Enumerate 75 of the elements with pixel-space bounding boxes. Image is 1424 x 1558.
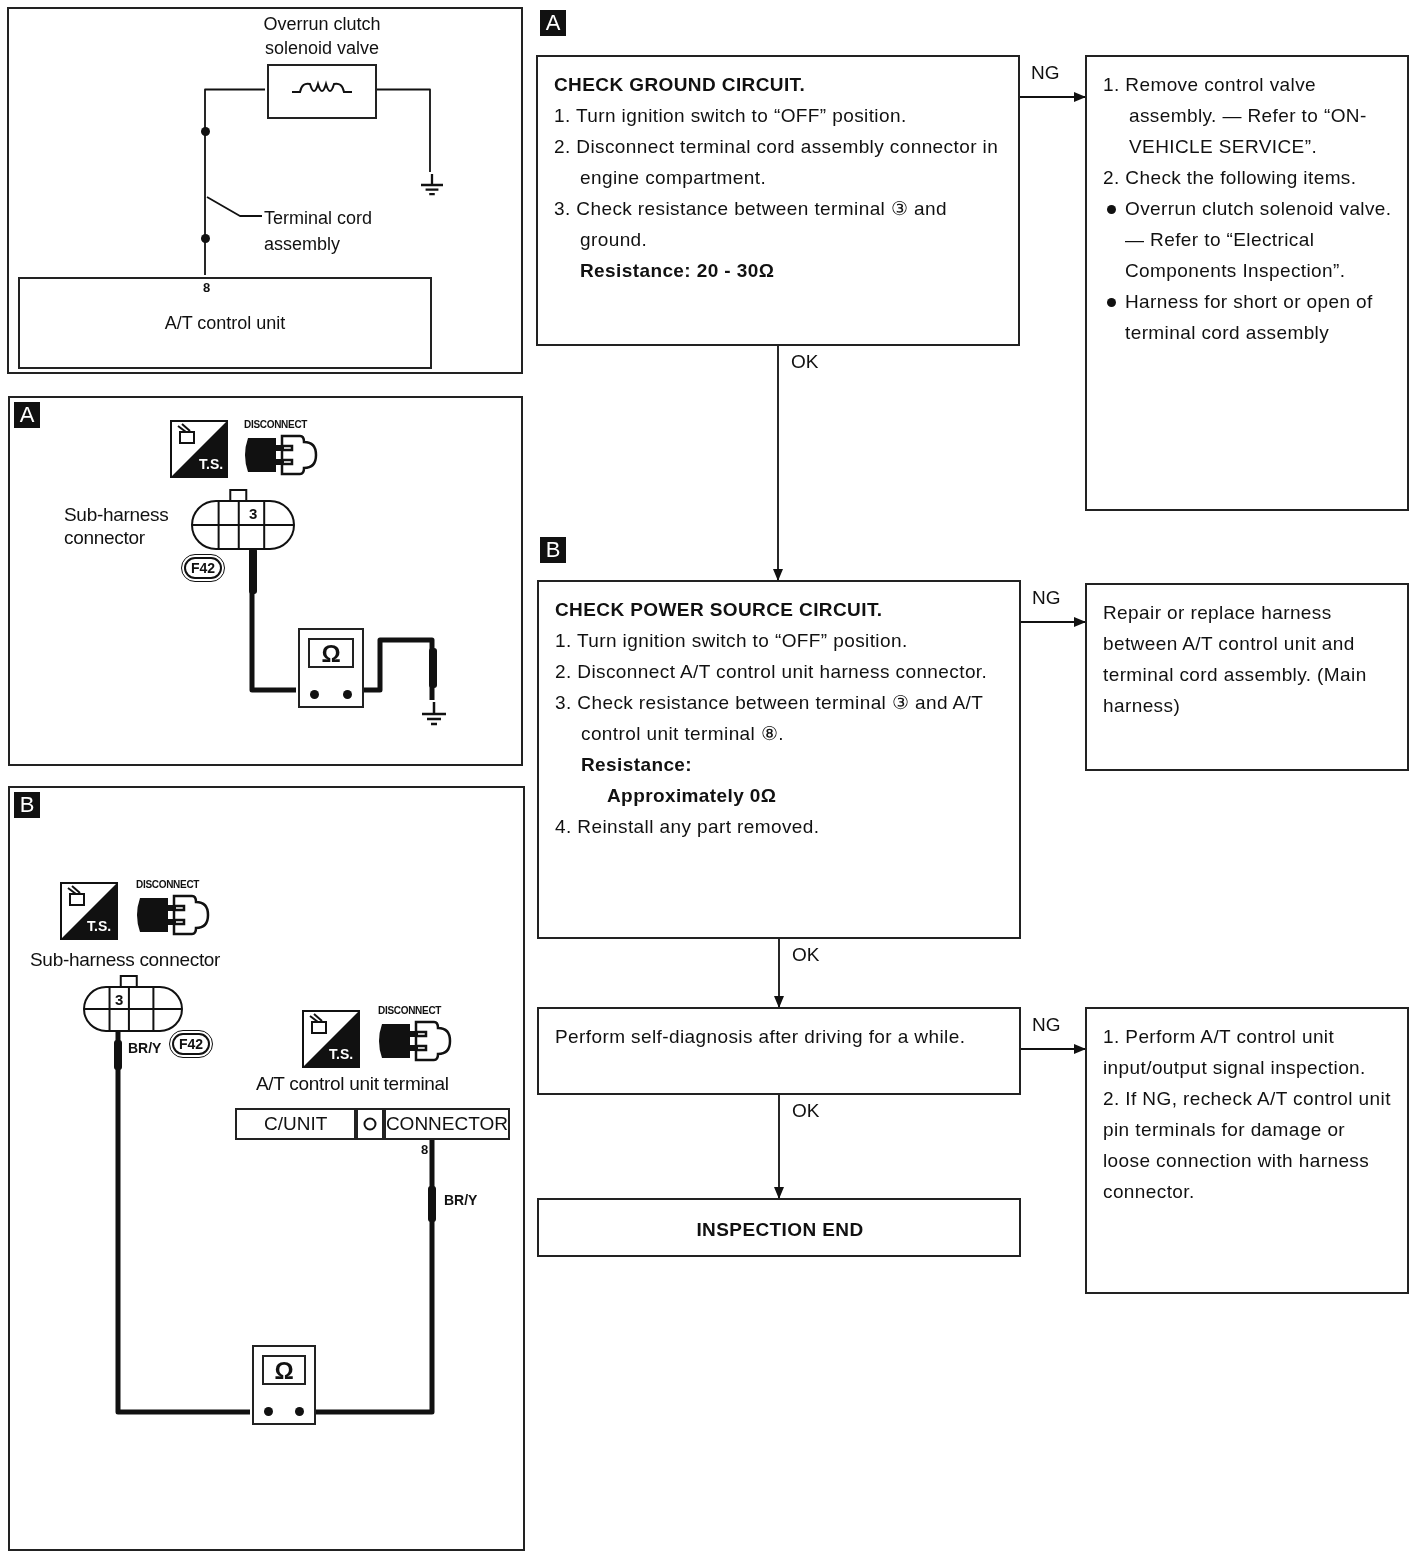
step-heading: CHECK POWER SOURCE CIRCUIT. (555, 598, 884, 622)
disconnect-label: DISCONNECT (244, 419, 308, 430)
step-text: 2. Check the following items. (1103, 166, 1358, 190)
panel-frame (7, 7, 523, 374)
process-box (1085, 583, 1409, 771)
step-text: 1. Turn ignition switch to “OFF” position. (554, 104, 908, 128)
flow-arrow (774, 1094, 784, 1199)
ground-symbol (420, 174, 444, 196)
wire (115, 1030, 250, 1415)
flow-arrow (1020, 1044, 1086, 1054)
step-text: Perform self-diagnosis after driving for a while. (555, 1025, 967, 1049)
wire (374, 88, 431, 173)
pin-number: 8 (203, 280, 211, 295)
connector-label: C/UNIT (235, 1108, 357, 1140)
panel-tag: A (14, 402, 40, 428)
component-label: Sub-harness connector (64, 503, 170, 549)
leader-line (206, 196, 263, 217)
component-label: Sub-harness connector (30, 948, 222, 971)
pin-number: 3 (248, 506, 259, 522)
step-text: Harness for short or open of terminal cord assembly (1125, 290, 1374, 345)
component-label: A/T control unit terminal (256, 1072, 450, 1095)
process-box (537, 580, 1021, 939)
meter-display: Ω (308, 638, 354, 668)
step-text: 2. If NG, recheck A/T control unit pin terminals for damage or loose connection with harness connector. (1103, 1087, 1392, 1204)
disconnect-label: DISCONNECT (378, 1005, 442, 1016)
ground-symbol (421, 702, 447, 726)
pin-number: 8 (421, 1142, 429, 1157)
step-text: 1. Perform A/T control unit input/output signal inspection. (1103, 1025, 1367, 1080)
step-heading: CHECK GROUND CIRCUIT. (554, 73, 807, 97)
component-label: Overrun clutch solenoid valve (262, 13, 382, 60)
step-text: Repair or replace harness between A/T control unit and terminal cord assembly. (Main harness) (1103, 601, 1368, 718)
ohmmeter (252, 1345, 316, 1425)
tester-label: T.S. (199, 456, 224, 472)
section-tag: A (540, 10, 566, 36)
process-box (536, 55, 1020, 346)
step-text: 1. Turn ignition switch to “OFF” position. (555, 629, 909, 653)
panel-frame (8, 396, 523, 766)
step-text: Overrun clutch solenoid valve. — Refer to “Electrical Components Inspection”. (1125, 197, 1393, 283)
process-box (537, 1198, 1021, 1257)
step-text: Resistance: (580, 753, 694, 777)
step-text: Approximately 0Ω (606, 784, 778, 808)
connector-label: CONNECTOR (383, 1108, 510, 1140)
process-box (1085, 1007, 1409, 1294)
pin-number: 3 (114, 992, 125, 1008)
panel-tag: B (14, 792, 40, 818)
wire-color-label: BR/Y (444, 1192, 478, 1208)
flow-arrow (1020, 617, 1086, 627)
step-text: INSPECTION END (695, 1218, 865, 1242)
process-box (1085, 55, 1409, 511)
wire-color-label: BR/Y (128, 1040, 162, 1056)
wire (314, 1138, 435, 1415)
process-box (537, 1007, 1021, 1095)
control-unit-box (18, 277, 432, 369)
flow-arrow (774, 938, 784, 1008)
flow-arrow (773, 345, 783, 581)
step-text: 2. Disconnect terminal cord assembly connector in engine compartment. (554, 135, 1000, 190)
unit-label: A/T control unit (164, 312, 286, 334)
connector-code: F42 (172, 1033, 211, 1055)
panel-frame (8, 786, 525, 1551)
tester-label: T.S. (329, 1046, 354, 1062)
step-text: 3. Check resistance between terminal ③ and ground. (554, 197, 948, 252)
step-text: 2. Disconnect A/T control unit harness connector. (555, 660, 989, 684)
step-text: 1. Remove control valve assembly. — Refer to “ON-VEHICLE SERVICE”. (1103, 73, 1368, 159)
component-label: Terminal cord assembly (264, 205, 414, 259)
wire (204, 88, 266, 276)
flow-arrow (1019, 92, 1086, 102)
step-text: Resistance: 20 - 30Ω (579, 259, 776, 283)
section-tag: B (540, 537, 566, 563)
disconnect-label: DISCONNECT (136, 879, 200, 890)
step-text: 3. Check resistance between terminal ③ and A/T control unit terminal ⑧. (555, 691, 984, 746)
step-text: 4. Reinstall any part removed. (555, 815, 821, 839)
tester-label: T.S. (87, 918, 112, 934)
ohmmeter (298, 628, 364, 708)
meter-display: Ω (262, 1355, 306, 1385)
connector-code: F42 (184, 557, 223, 579)
